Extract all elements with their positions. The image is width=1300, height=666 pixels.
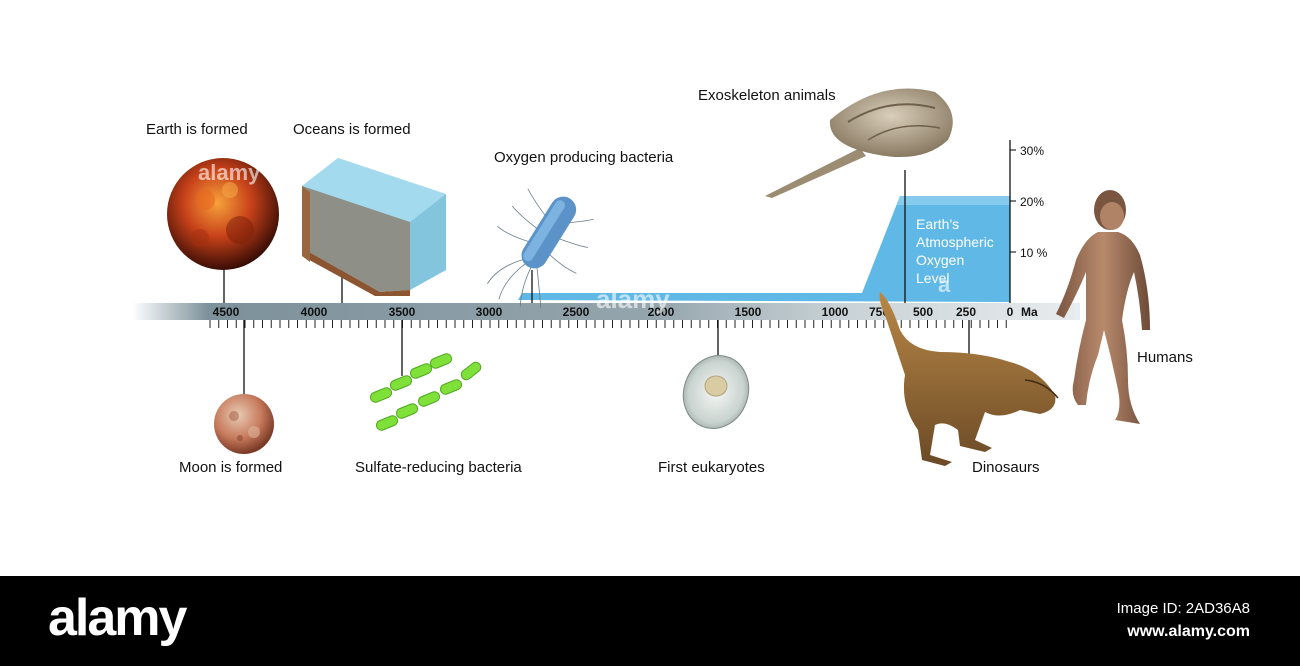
tick-label-3000: 3000 (476, 305, 503, 319)
oceans-illustration (302, 158, 446, 296)
earth-label: Earth is formed (146, 121, 248, 138)
oxygen-label-line1: Earth's (916, 216, 959, 232)
tick-label-0: 0 (1007, 305, 1014, 319)
tick-label-1500: 1500 (735, 305, 762, 319)
timeline-bar (132, 303, 1080, 320)
watermark: alamy alamy a (198, 160, 951, 314)
oxygen-bacterium-illustration (487, 188, 594, 308)
oxygen-scale-label-20: 20% (1020, 195, 1044, 209)
footer-bar: alamy Image ID: 2AD36A8 www.alamy.com (0, 576, 1300, 666)
tick-label-250: 250 (956, 305, 976, 319)
dinosaurs-label: Dinosaurs (972, 459, 1040, 476)
oxygen-level-top-band (897, 196, 1010, 205)
moon-illustration (214, 394, 274, 454)
eukaryotes-label: First eukaryotes (658, 459, 765, 476)
timeline-tick-labels: 4500 4000 3500 3000 2500 2000 1500 1000 … (213, 305, 1038, 319)
svg-text:alamy: alamy (596, 284, 670, 314)
oxygen-label-line3: Oxygen (916, 252, 964, 268)
svg-text:a: a (938, 272, 951, 297)
sulfate-label: Sulfate-reducing bacteria (355, 459, 522, 476)
diagram-canvas: Earth's Atmospheric Oxygen Level 30% 20%… (132, 87, 1193, 476)
timeline-minor-ticks (209, 320, 1007, 328)
tick-label-2000: 2000 (648, 305, 675, 319)
site-url: www.alamy.com (1127, 623, 1250, 640)
brand-logo: alamy (48, 589, 187, 647)
tick-label-1000: 1000 (822, 305, 849, 319)
timeline-diagram: Earth's Atmospheric Oxygen Level 30% 20%… (132, 88, 1150, 466)
oxygen-label-line2: Atmospheric (916, 234, 994, 250)
oxygen-level-area (518, 196, 1010, 302)
earth-illustration (167, 158, 279, 270)
exoskeleton-label: Exoskeleton animals (698, 87, 836, 104)
tick-label-3500: 3500 (389, 305, 416, 319)
humans-label: Humans (1137, 349, 1193, 366)
tick-label-500: 500 (913, 305, 933, 319)
oxygen-label-line4: Level (916, 270, 949, 286)
oceans-label: Oceans is formed (293, 121, 411, 138)
eukaryote-illustration (682, 355, 750, 429)
oxygen-bacteria-label: Oxygen producing bacteria (494, 149, 674, 166)
oxygen-scale-label-10: 10 % (1020, 246, 1048, 260)
exoskeleton-animal-illustration (765, 88, 953, 198)
svg-text:alamy: alamy (198, 160, 261, 185)
oxygen-scale-label-30: 30% (1020, 144, 1044, 158)
sulfate-bacteria-illustration (369, 353, 482, 431)
tick-label-unit: Ma (1021, 305, 1038, 319)
human-illustration (1056, 190, 1150, 424)
tick-label-2500: 2500 (563, 305, 590, 319)
moon-label: Moon is formed (179, 459, 283, 476)
tick-label-4500: 4500 (213, 305, 240, 319)
tick-label-4000: 4000 (301, 305, 328, 319)
image-id: Image ID: 2AD36A8 (1116, 600, 1250, 617)
dinosaur-illustration (879, 292, 1059, 466)
